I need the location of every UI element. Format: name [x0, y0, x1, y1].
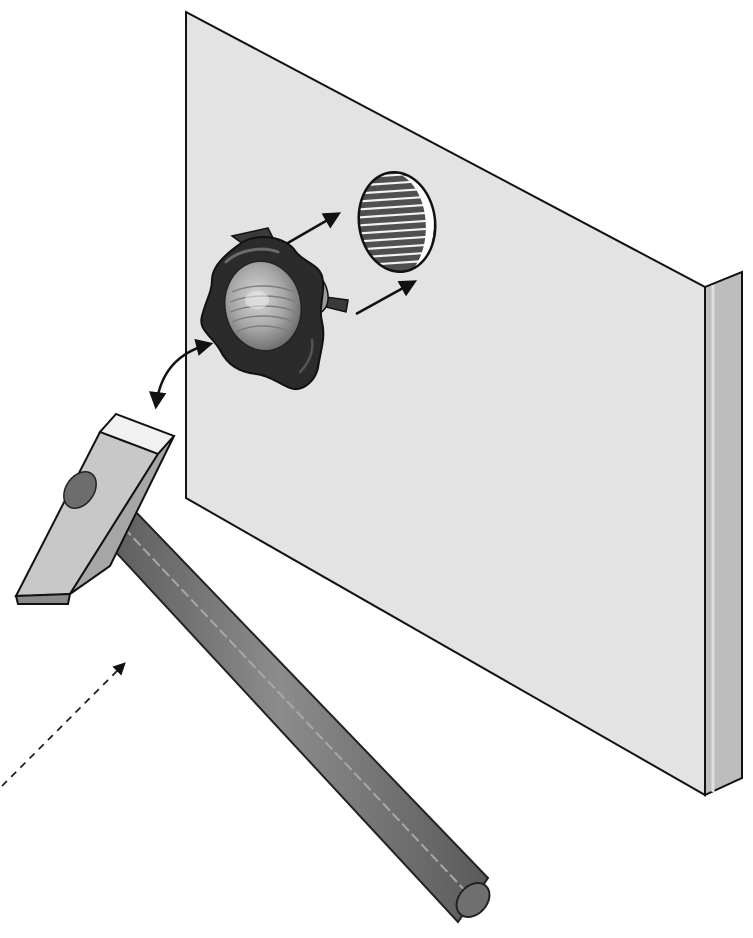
hammer [14, 412, 491, 924]
insertion-arrow-lower [355, 280, 418, 316]
approach-arrow [1, 662, 126, 787]
panel [185, 10, 743, 797]
insertion-arrow-upper [285, 212, 342, 246]
insertion-arrows [285, 212, 418, 316]
hammer-head [14, 412, 176, 605]
hammer-eye [63, 471, 97, 509]
tee-nut [200, 227, 349, 390]
panel-edge [704, 270, 743, 797]
strike-arrow [148, 338, 214, 410]
